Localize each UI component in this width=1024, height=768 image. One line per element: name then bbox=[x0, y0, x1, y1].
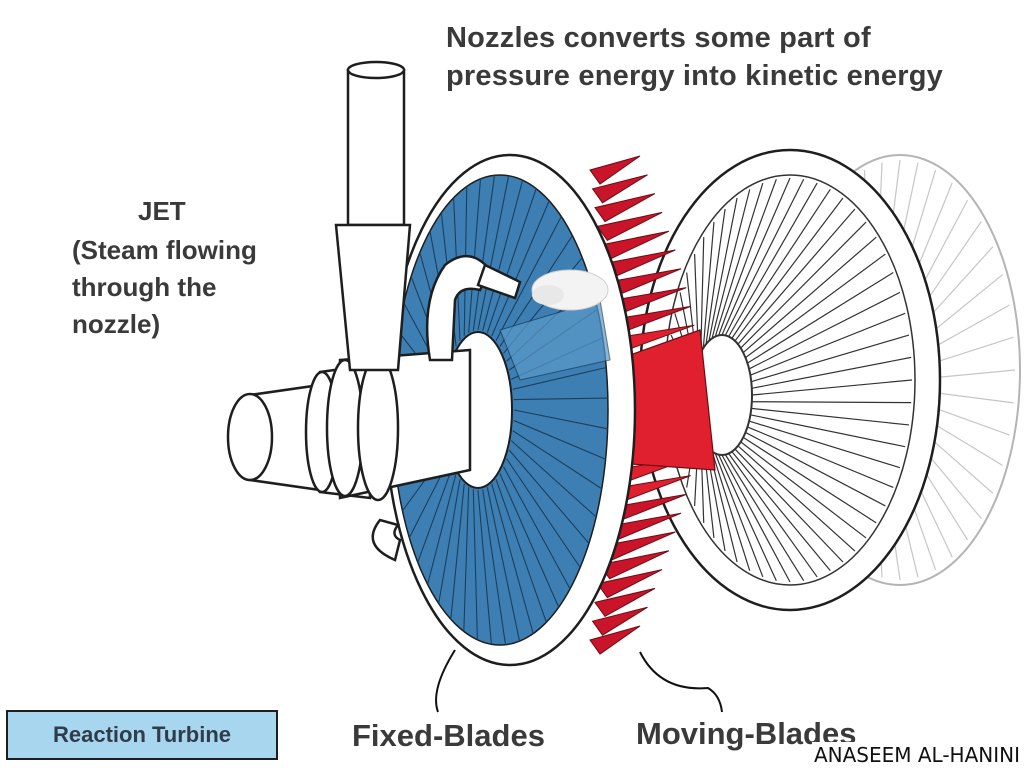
header-line-2: pressure energy into kinetic energy bbox=[446, 60, 943, 92]
white-blade-stage bbox=[638, 148, 942, 612]
steam-jet bbox=[531, 269, 609, 311]
jet-description-line: through the bbox=[72, 272, 217, 302]
label-pointers bbox=[435, 649, 723, 713]
turbine-shaft bbox=[226, 348, 472, 502]
reaction-turbine-badge: Reaction Turbine bbox=[6, 710, 278, 760]
jet-description-line: nozzle) bbox=[72, 309, 161, 339]
badge-label: Reaction Turbine bbox=[52, 722, 232, 747]
nozzle-pipe bbox=[334, 60, 522, 562]
author-credit: ANASEEM AL-HANINI bbox=[811, 742, 1022, 768]
fixed-blades-label: Fixed-Blades bbox=[352, 718, 545, 753]
header-line-1: Nozzles converts some part of bbox=[446, 22, 871, 54]
jet-title: JET bbox=[138, 196, 186, 226]
jet-description-line: (Steam flowing bbox=[72, 235, 257, 265]
